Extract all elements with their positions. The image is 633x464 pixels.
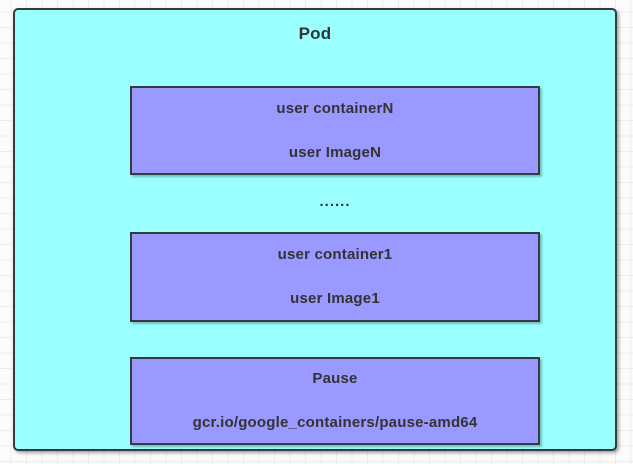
pod-title: Pod <box>298 24 332 43</box>
user-container-1-node[interactable]: user container1 user Image1 <box>130 232 540 322</box>
user-container-1-image: user Image1 <box>290 290 380 307</box>
pause-container-image: gcr.io/google_containers/pause-amd64 <box>192 414 478 431</box>
more-containers-ellipsis: ...... <box>319 193 351 210</box>
user-container-1-name: user container1 <box>277 246 393 263</box>
pod-node[interactable]: Pod user containerN user ImageN ...... u… <box>13 8 617 451</box>
pause-container-name: Pause <box>312 370 358 387</box>
user-container-n-image: user ImageN <box>288 143 382 161</box>
pause-container-node[interactable]: Pause gcr.io/google_containers/pause-amd… <box>130 357 540 445</box>
user-container-n-name: user containerN <box>276 99 394 117</box>
user-container-n-node[interactable]: user containerN user ImageN <box>130 86 540 175</box>
